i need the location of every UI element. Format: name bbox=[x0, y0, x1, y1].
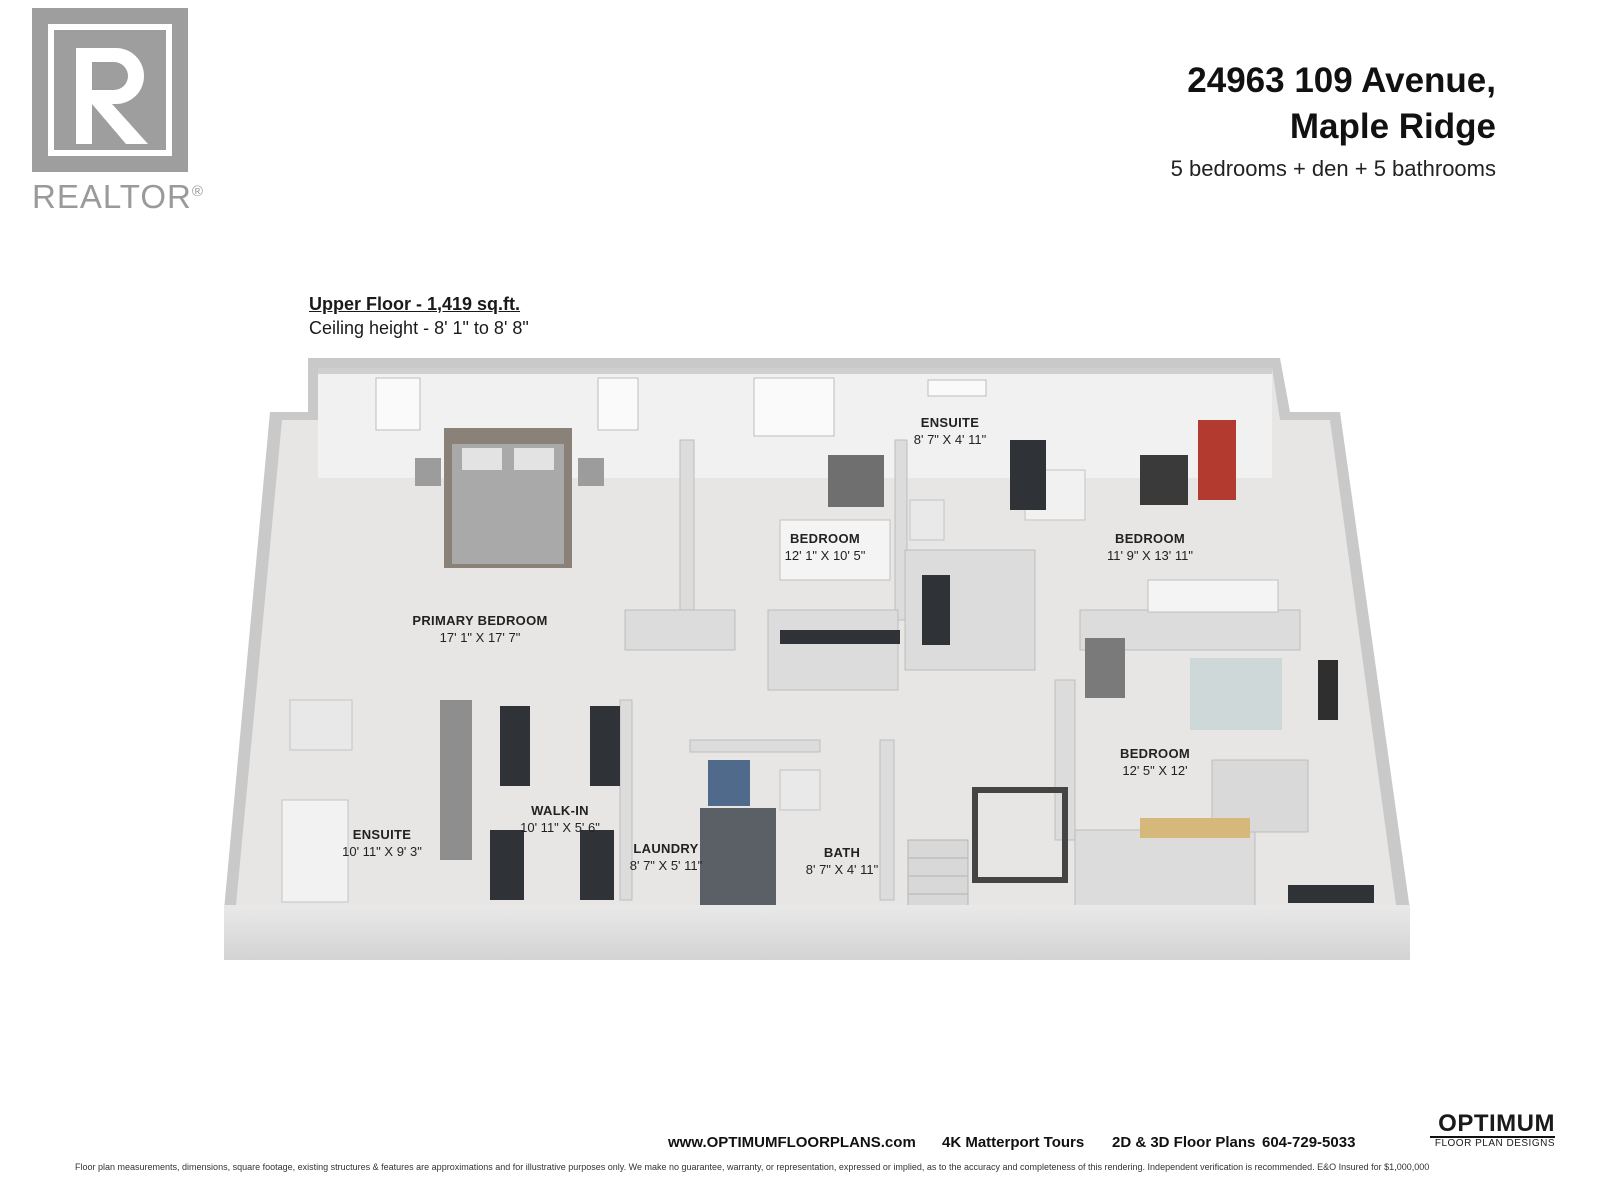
stairwell bbox=[907, 787, 1068, 911]
company-website-link[interactable]: www.OPTIMUMFLOORPLANS.com bbox=[668, 1134, 916, 1151]
company-phone: 604-729-5033 bbox=[1262, 1134, 1356, 1151]
window bbox=[375, 377, 421, 431]
floor-title: Upper Floor - 1,419 sq.ft. bbox=[309, 294, 521, 314]
wall bbox=[679, 439, 695, 621]
fixtures bbox=[281, 469, 1086, 906]
wall bbox=[767, 609, 899, 691]
realtor-logo: REALTOR® bbox=[32, 8, 204, 215]
property-summary: 5 bedrooms + den + 5 bathrooms bbox=[1170, 156, 1496, 181]
wall bbox=[879, 739, 895, 901]
service-matterport: 4K Matterport Tours bbox=[942, 1134, 1085, 1151]
listing-header: 24963 109 Avenue, Maple Ridge 5 bedrooms… bbox=[1171, 58, 1496, 182]
wall bbox=[894, 439, 908, 621]
window bbox=[927, 379, 987, 397]
wall bbox=[904, 549, 1036, 671]
wall bbox=[624, 609, 736, 651]
bed-furniture bbox=[415, 428, 604, 568]
wall bbox=[1074, 829, 1256, 911]
address-street: 24963 109 Avenue, bbox=[1187, 61, 1496, 100]
address-city: Maple Ridge bbox=[1289, 107, 1496, 146]
window bbox=[753, 377, 835, 437]
closet-clothes bbox=[490, 440, 1374, 903]
disclaimer: Floor plan measurements, dimensions, squ… bbox=[75, 1162, 1430, 1172]
furniture bbox=[779, 420, 1338, 838]
window bbox=[597, 377, 639, 431]
wall bbox=[619, 699, 633, 901]
wall bbox=[689, 739, 821, 753]
realtor-wordmark: REALTOR® bbox=[32, 178, 204, 215]
ceiling-height: Ceiling height - 8' 1" to 8' 8" bbox=[309, 318, 529, 338]
realtor-r-mark-icon bbox=[32, 8, 188, 172]
front-wall bbox=[224, 905, 1410, 960]
service-floor-plans: 2D & 3D Floor Plans bbox=[1112, 1134, 1256, 1151]
optimum-logo: OPTIMUM FLOOR PLAN DESIGNS bbox=[1400, 1110, 1555, 1150]
floor-caption: Upper Floor - 1,419 sq.ft. Ceiling heigh… bbox=[309, 292, 529, 340]
